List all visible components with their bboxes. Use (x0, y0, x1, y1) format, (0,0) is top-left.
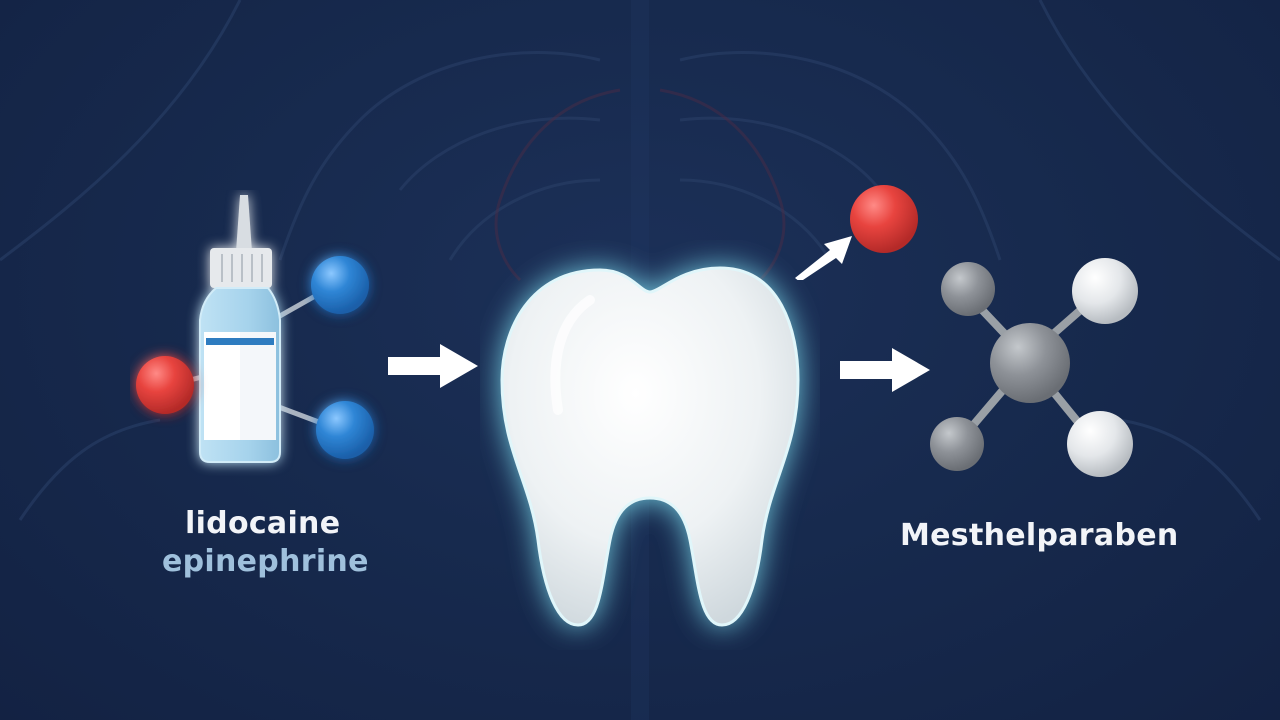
vial-molecule-icon (136, 195, 374, 463)
arrow-up-right-icon (795, 236, 852, 280)
molecule-icon (930, 258, 1138, 477)
epinephrine-label: epinephrine (162, 544, 369, 579)
arrow-right-icon (388, 344, 478, 388)
released-atom-icon (850, 185, 918, 253)
arrow-right-icon-2 (840, 348, 930, 392)
tooth-icon (500, 266, 800, 627)
mesthelparaben-label: Mesthelparaben (900, 518, 1179, 553)
lidocaine-label: lidocaine (185, 506, 341, 541)
